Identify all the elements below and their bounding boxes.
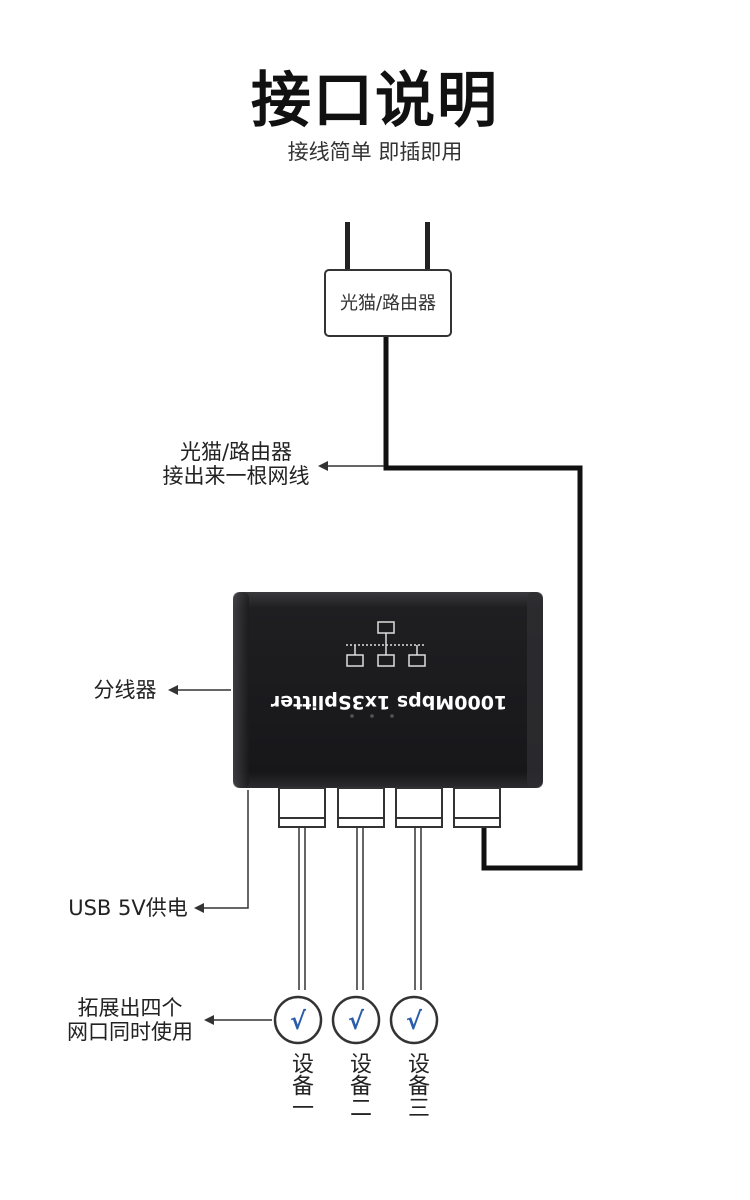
splitter-left-edge [233,592,249,788]
splitter-label: 分线器 [93,678,157,702]
expand-arrow [204,1015,272,1025]
device-circle-2 [331,995,381,1045]
splitter-body [233,592,543,788]
plug-1 [278,787,326,828]
router-cable-label: 光猫/路由器 接出来一根网线 [146,440,326,488]
splitter-right-edge [527,592,543,788]
plug-uplink [453,787,501,828]
ethernet-plugs [278,787,501,828]
router-box: 光猫/路由器 [324,269,452,337]
device-label-1: 设备一 [288,1052,313,1118]
device-label-3: 设备三 [404,1052,429,1118]
plug-3 [395,787,443,828]
topology-icon [346,621,426,667]
usb-power-label: USB 5V供电 [68,896,188,920]
indicator-leds [350,714,394,718]
router-antennas [345,222,430,272]
device-cables [298,827,422,990]
device-circles: √ √ √ [273,995,439,1045]
device-circle-3 [389,995,439,1045]
uplink-cable [383,337,583,871]
splitter-arrow [168,685,231,695]
expand-label-line1: 拓展出四个 [77,996,183,1020]
check-icon: √ [290,1007,307,1035]
router-cable-label-line1: 光猫/路由器 [179,440,293,464]
router-label: 光猫/路由器 [340,293,436,314]
antenna-right [425,222,430,272]
router-outline [324,269,452,337]
check-icon: √ [348,1007,365,1035]
device-label-2: 设备二 [346,1052,371,1118]
check-icon: √ [406,1007,423,1035]
page-subtitle: 接线简单 即插即用 [287,140,463,164]
expand-label-line2: 网口同时使用 [67,1020,193,1044]
device-circle-1 [273,995,323,1045]
page-title: 接口说明 [251,66,499,136]
usb-power-arrow [194,790,249,913]
plug-2 [337,787,385,828]
router-cable-label-line2: 接出来一根网线 [162,464,310,488]
model-text: 1000Mbps 1x3Splitter [270,691,507,713]
splitter-device: 1000Mbps 1x3Splitter [233,592,543,788]
router-cable-arrow [318,461,384,471]
expand-label: 拓展出四个 网口同时使用 [55,996,205,1044]
antenna-left [345,222,350,272]
